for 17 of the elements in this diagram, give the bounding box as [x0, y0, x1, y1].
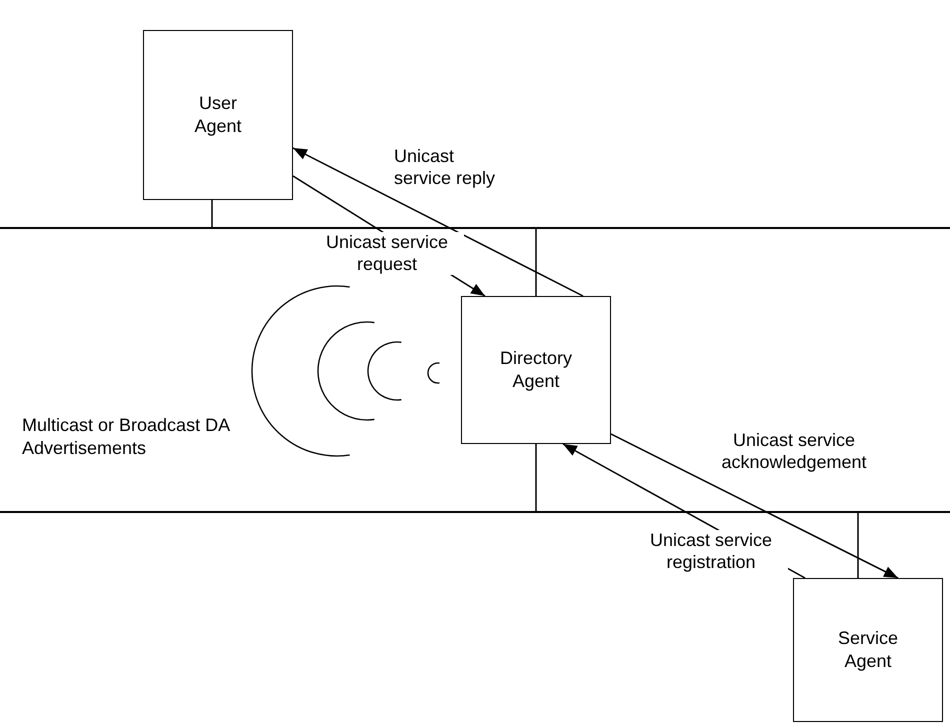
agent-box: [461, 296, 611, 444]
agent-box: [143, 30, 293, 200]
network-line: [0, 227, 950, 228]
connector-line: [535, 228, 537, 296]
agent-name: Service Agent: [836, 626, 900, 673]
arrow: [610, 433, 898, 579]
agent-name: User Agent: [193, 92, 243, 138]
broadcast-label: Multicast or Broadcast DA Advertisements: [22, 414, 231, 459]
agent-box: [793, 578, 943, 722]
edge-label: Unicast service acknowledgement: [720, 430, 868, 474]
connector-line: [857, 512, 859, 578]
network-line: [0, 511, 950, 512]
connector-line: [211, 200, 213, 227]
connector-line: [535, 444, 537, 511]
edge-label: Unicast service reply: [393, 146, 496, 190]
arrow: [292, 147, 584, 297]
agent-name: Directory Agent: [498, 346, 573, 393]
